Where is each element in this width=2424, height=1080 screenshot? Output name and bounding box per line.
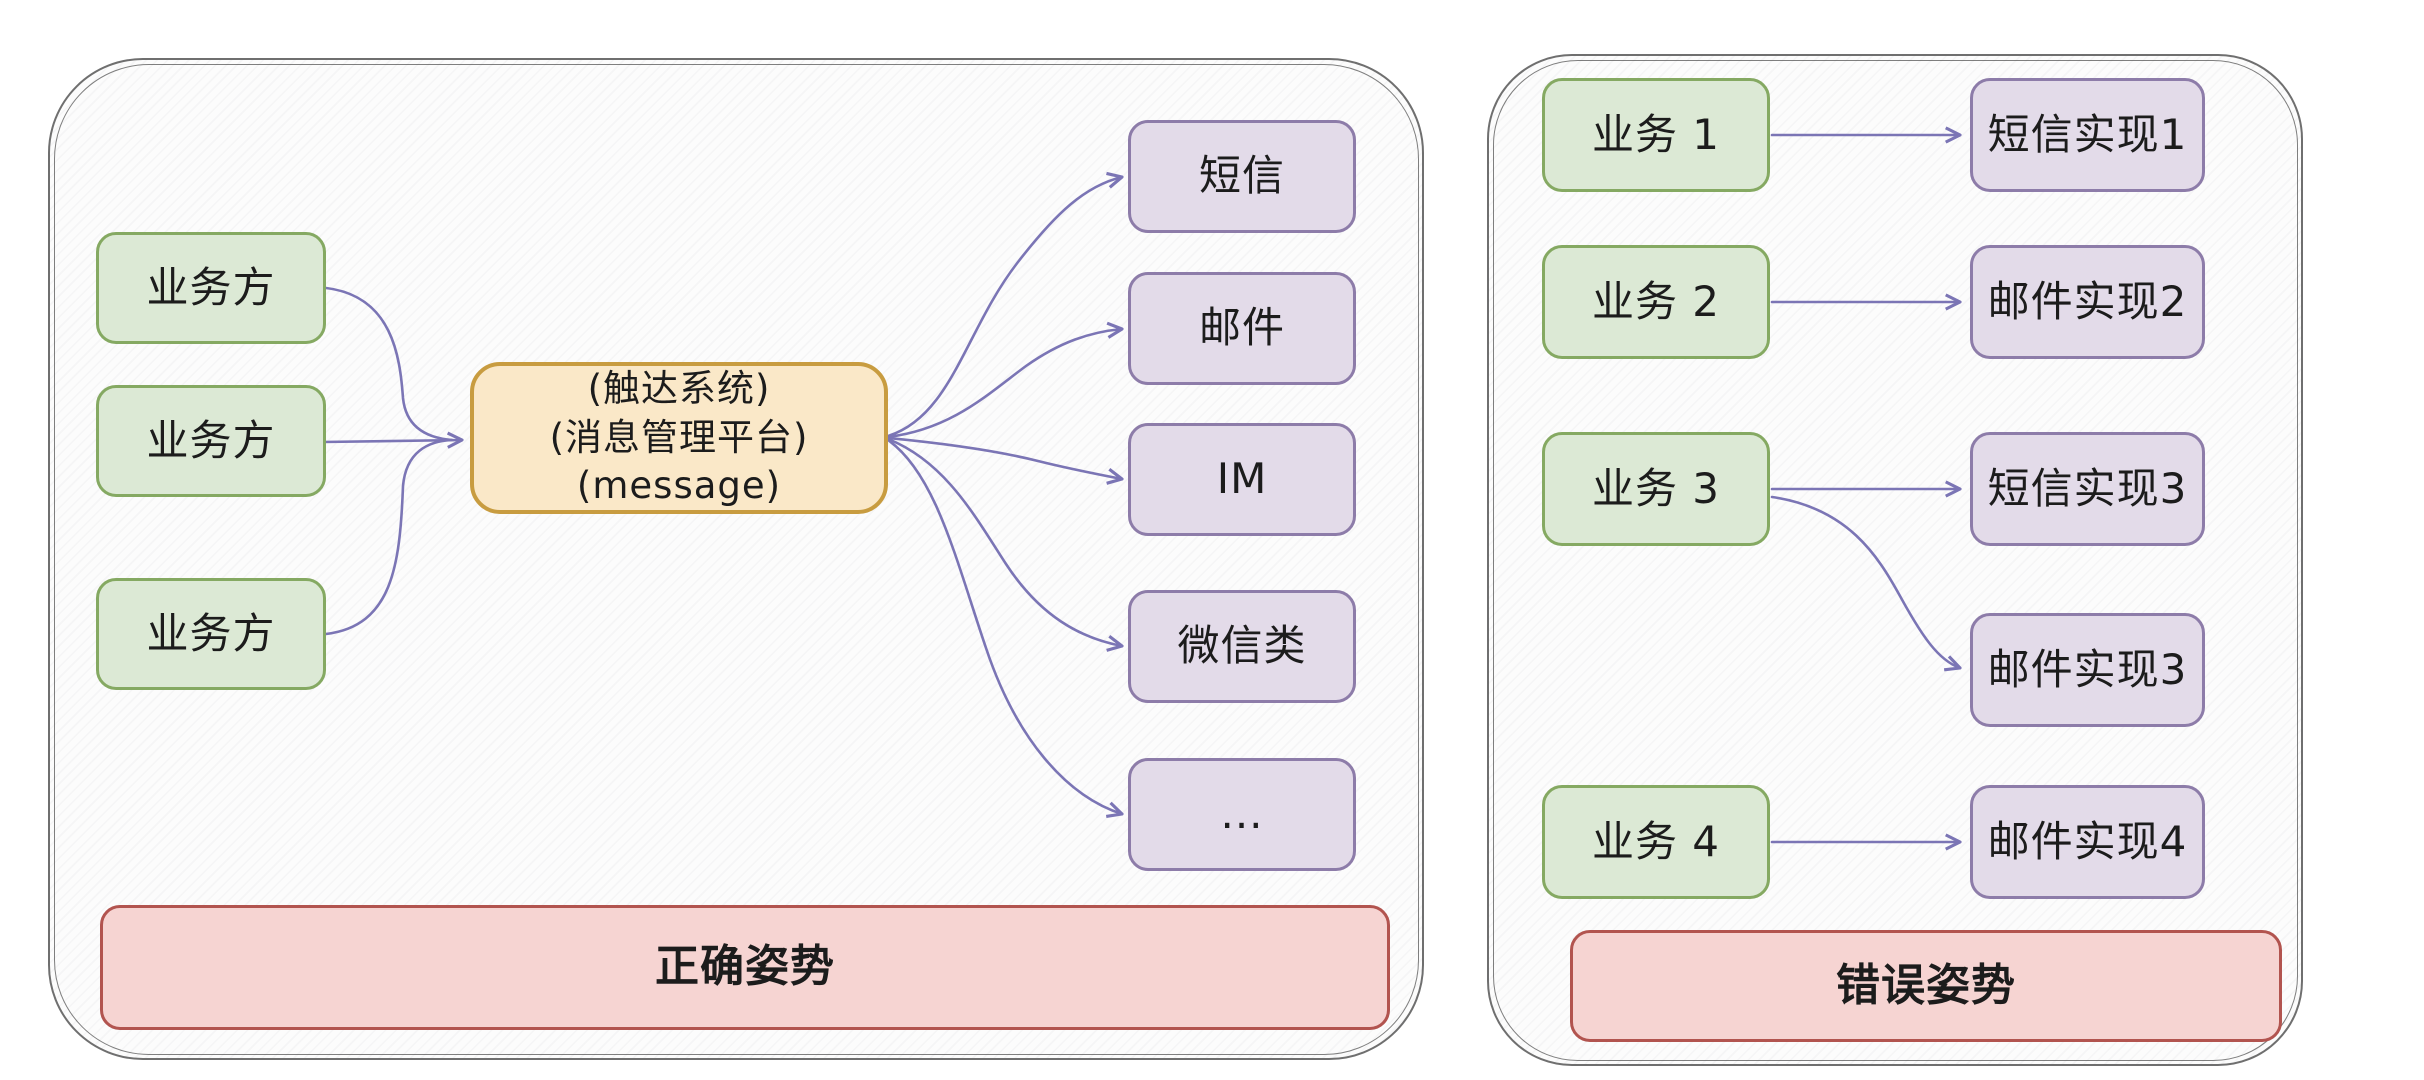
- message-hub-node: (触达系统) (消息管理平台) (message): [470, 362, 888, 514]
- service-node-2: 业务 2: [1542, 245, 1770, 359]
- business-source-node-1: 业务方: [96, 232, 326, 344]
- hub-line-3: (message): [576, 464, 782, 508]
- service-node-1: 业务 1: [1542, 78, 1770, 192]
- business-source-node-3: 业务方: [96, 578, 326, 690]
- impl-node-email2: 邮件实现2: [1970, 245, 2205, 359]
- channel-node-im: IM: [1128, 423, 1356, 536]
- impl-node-sms1: 短信实现1: [1970, 78, 2205, 192]
- business-source-node-2: 业务方: [96, 385, 326, 497]
- hub-line-1: (触达系统): [587, 366, 771, 410]
- channel-node-wechat: 微信类: [1128, 590, 1356, 703]
- caption-wrong-approach: 错误姿势: [1570, 930, 2282, 1042]
- wrong-approach-panel: [1487, 54, 2303, 1066]
- caption-correct-approach: 正确姿势: [100, 905, 1390, 1030]
- channel-node-more: ...: [1128, 758, 1356, 871]
- hub-line-2: (消息管理平台): [549, 415, 809, 459]
- impl-node-sms3: 短信实现3: [1970, 432, 2205, 546]
- channel-node-sms: 短信: [1128, 120, 1356, 233]
- impl-node-email3: 邮件实现3: [1970, 613, 2205, 727]
- service-node-3: 业务 3: [1542, 432, 1770, 546]
- service-node-4: 业务 4: [1542, 785, 1770, 899]
- impl-node-email4: 邮件实现4: [1970, 785, 2205, 899]
- channel-node-email: 邮件: [1128, 272, 1356, 385]
